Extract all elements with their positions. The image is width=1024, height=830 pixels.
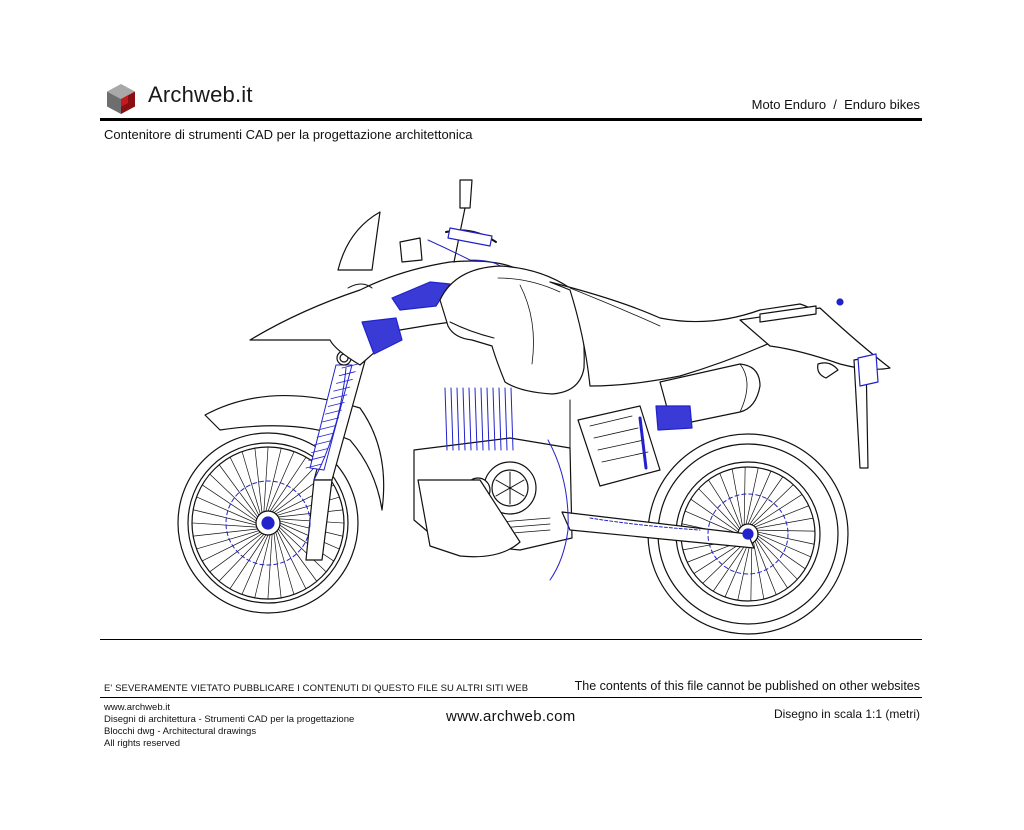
ground-rule — [100, 639, 922, 640]
drawing-title: Moto Enduro / Enduro bikes — [751, 97, 920, 112]
header-rule — [100, 118, 922, 121]
footer-line: www.archweb.it — [104, 702, 170, 713]
footer-line: All rights reserved — [104, 738, 181, 749]
handlebar — [399, 179, 501, 267]
footer-rule — [100, 697, 922, 698]
skid-plate — [417, 479, 521, 558]
fuel-tank — [439, 265, 585, 395]
front-fork — [305, 349, 369, 561]
archweb-logo-icon — [107, 84, 135, 114]
headlight-panel-lower — [361, 317, 403, 355]
notice-italian: E' SEVERAMENTE VIETATO PUBBLICARE I CONT… — [104, 683, 529, 694]
footer-line: Blocchi dwg - Architectural drawings — [104, 726, 257, 737]
drawing-scale: Disegno in scala 1:1 (metri) — [773, 707, 920, 721]
tagline: Contenitore di strumenti CAD per la prog… — [104, 127, 473, 142]
windscreen — [337, 211, 381, 271]
enduro-bike-drawing — [177, 179, 891, 635]
footer-line: Disegni di architettura - Strumenti CAD … — [104, 714, 355, 725]
footer-info: www.archweb.it Disegni di architettura -… — [104, 702, 354, 750]
notice-english: The contents of this file cannot be publ… — [574, 679, 920, 693]
front-mudguard — [204, 394, 385, 511]
footer-site: www.archweb.com — [446, 708, 576, 725]
brand-name: Archweb.it — [148, 82, 253, 107]
